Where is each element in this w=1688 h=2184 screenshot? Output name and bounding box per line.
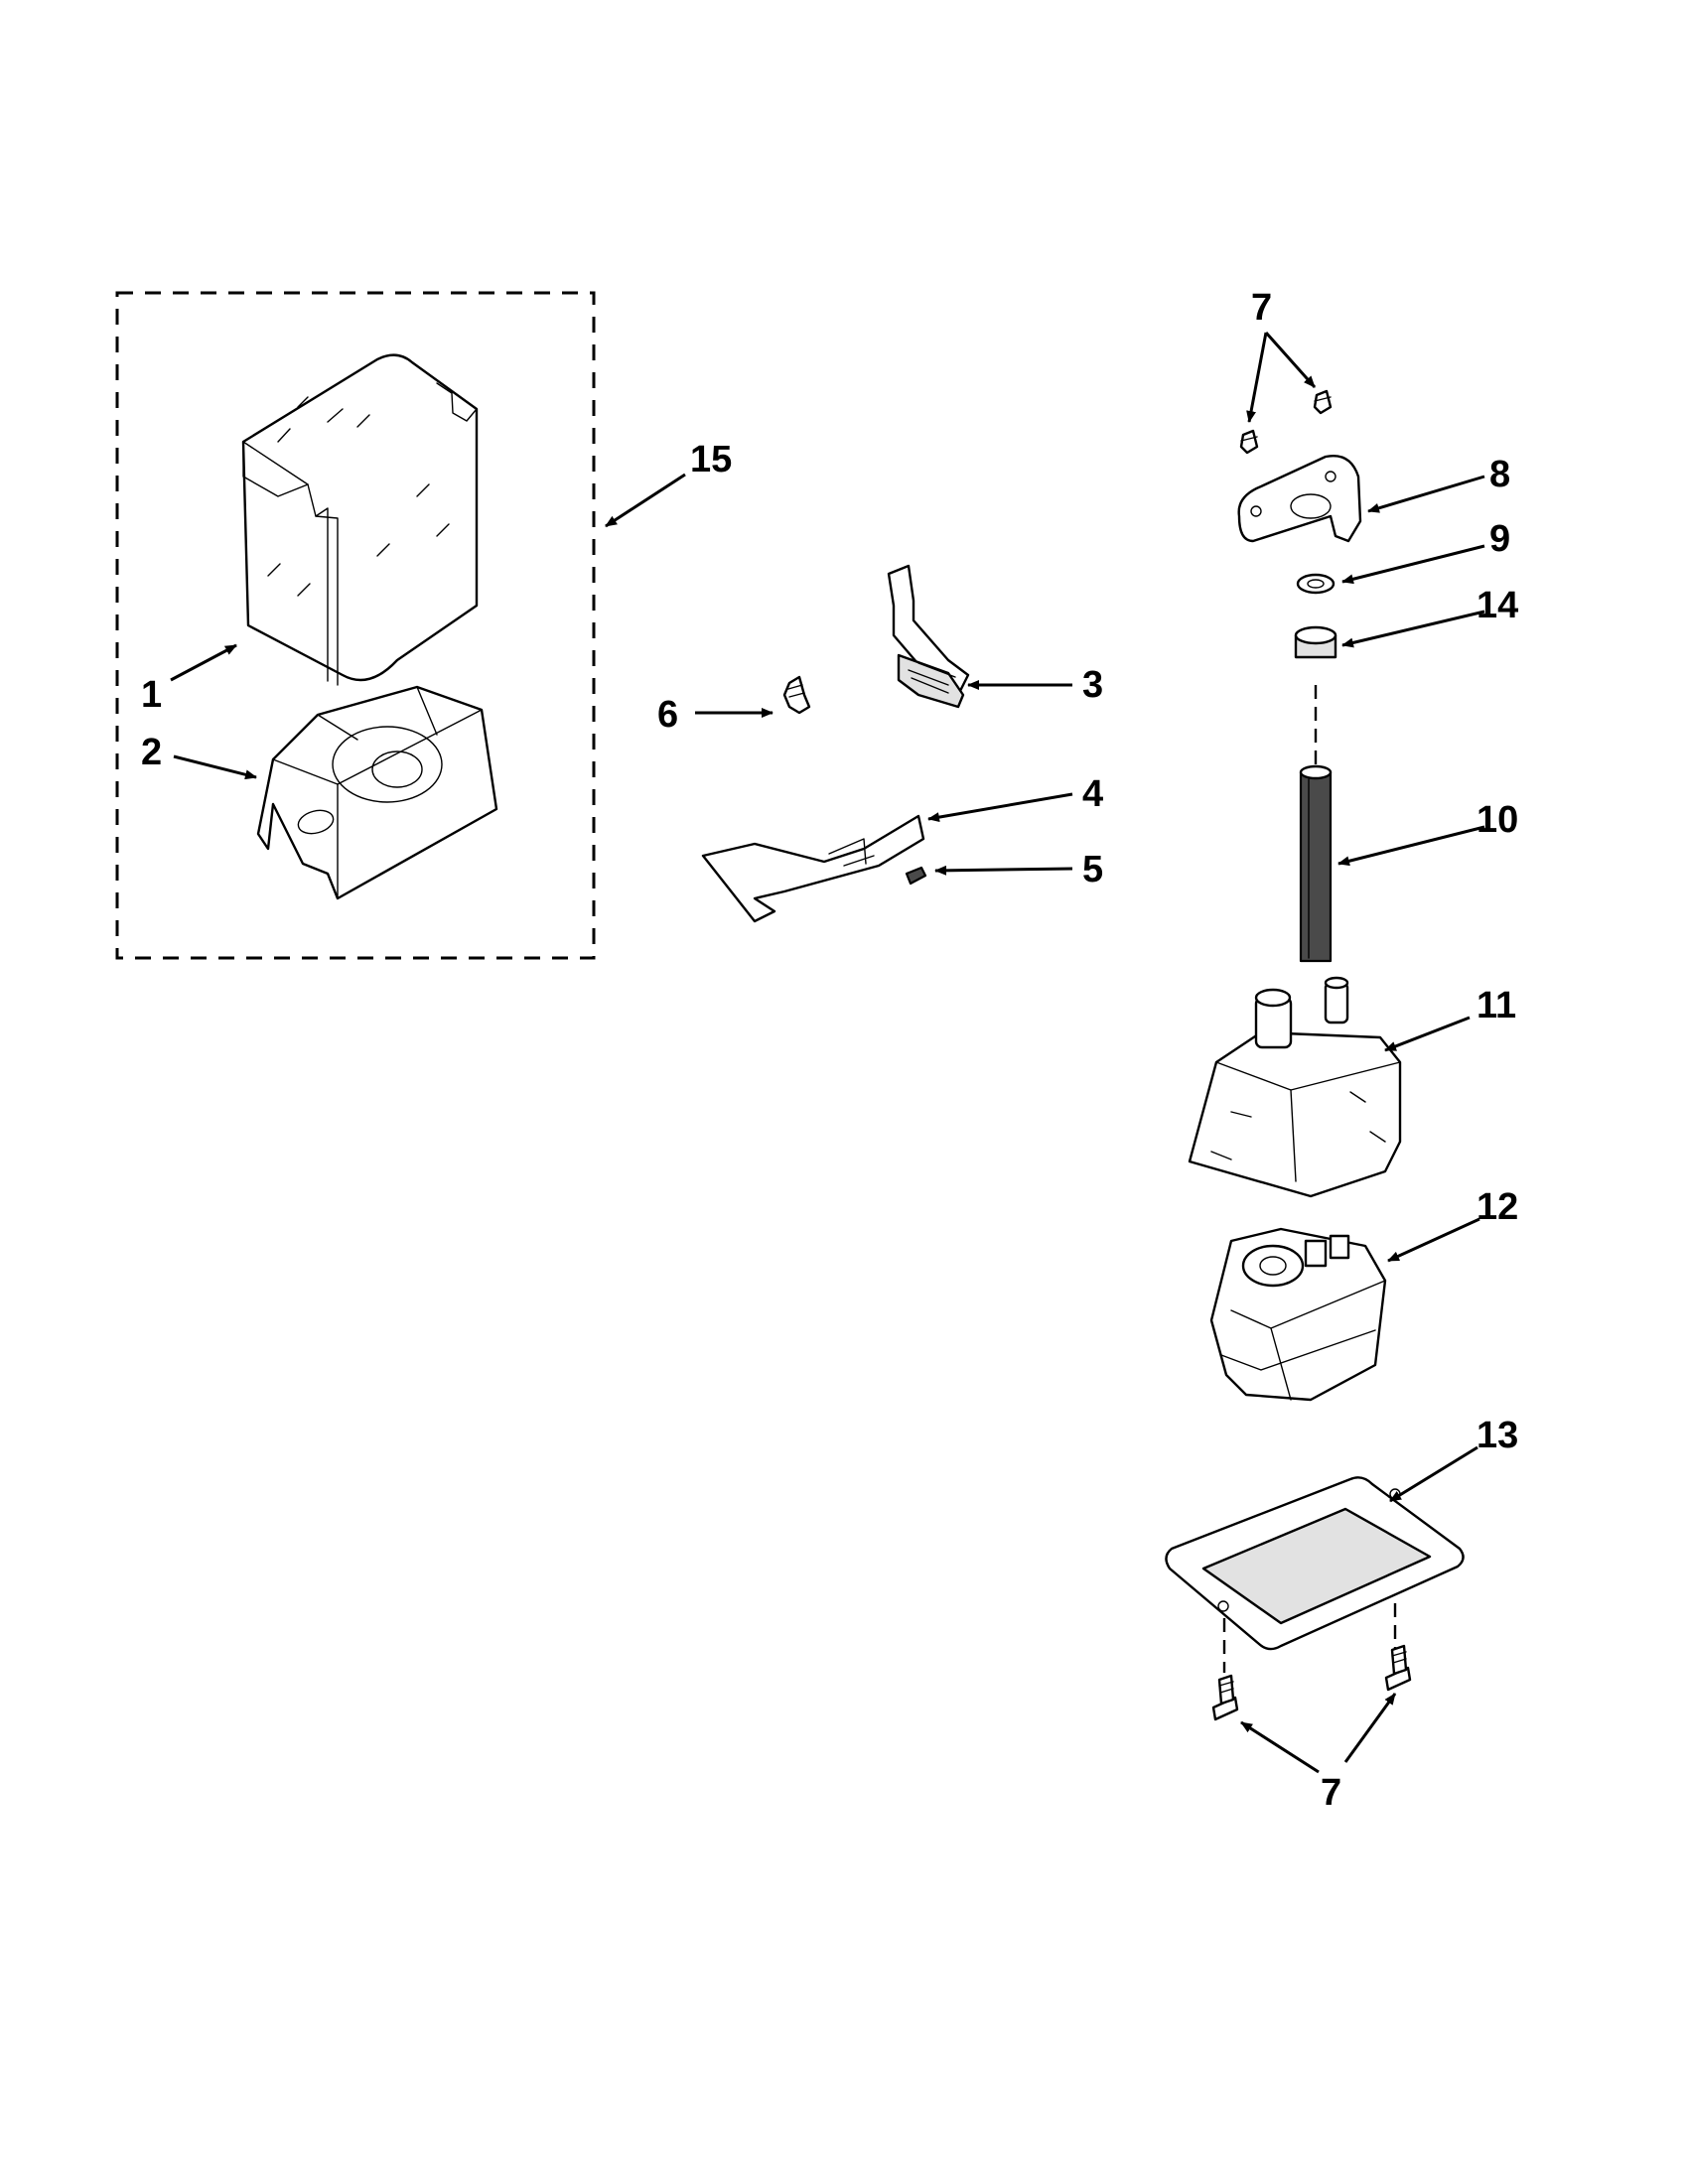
callout-2: 2: [141, 732, 162, 773]
leader-5: [934, 865, 1073, 876]
callout-7-top: 7: [1251, 287, 1272, 329]
leader-9: [1341, 544, 1485, 585]
part-13-gasket-plate: [1165, 1476, 1465, 1651]
part-14-bushing: [1294, 625, 1337, 659]
part-11-motor-housing: [1188, 976, 1402, 1198]
part-5-spring: [905, 866, 927, 886]
leader-13: [1389, 1445, 1478, 1503]
part-9-washer: [1296, 573, 1336, 595]
leader-14: [1341, 610, 1485, 648]
callout-11: 11: [1477, 985, 1516, 1026]
leader-4: [927, 792, 1073, 823]
callout-14: 14: [1477, 585, 1518, 626]
leader-7-bottom-a: [1240, 1720, 1320, 1774]
part-10-shaft: [1299, 764, 1333, 963]
part-3-bracket: [887, 564, 970, 709]
leader-8: [1367, 475, 1485, 513]
part-1-ice-bin: [241, 353, 479, 686]
callout-6: 6: [657, 694, 678, 736]
part-8-mounting-plate: [1237, 455, 1362, 543]
callout-8: 8: [1489, 454, 1510, 495]
part-2-bin-base: [256, 685, 498, 900]
part-7-screw-bottom-left: [1211, 1674, 1239, 1721]
leader-12: [1387, 1217, 1480, 1263]
callout-7-bottom: 7: [1321, 1772, 1341, 1814]
leader-10: [1337, 825, 1485, 867]
leader-15: [605, 473, 686, 528]
leader-7-top-a: [1246, 332, 1268, 423]
callout-1: 1: [141, 674, 162, 716]
part-7-screw-top-right: [1313, 389, 1333, 415]
part-4-lever: [701, 814, 925, 923]
assembly-15-dashed-box: [115, 291, 596, 960]
leader-1: [170, 643, 237, 682]
leader-11: [1384, 1016, 1471, 1052]
part-6-screw: [782, 675, 811, 715]
part-7-screw-top-left: [1239, 429, 1259, 455]
callout-3: 3: [1082, 664, 1103, 706]
part-12-drive-motor: [1209, 1227, 1387, 1402]
callout-4: 4: [1082, 773, 1103, 815]
callout-12: 12: [1477, 1186, 1518, 1228]
callout-10: 10: [1477, 799, 1518, 841]
callout-5: 5: [1082, 849, 1103, 890]
leader-7-top-b: [1264, 332, 1317, 388]
callout-15: 15: [690, 439, 732, 480]
leader-7-bottom-b: [1343, 1693, 1397, 1763]
callout-9: 9: [1489, 518, 1510, 560]
leader-2: [173, 754, 257, 780]
part-7-screw-bottom-right: [1384, 1644, 1412, 1692]
callout-13: 13: [1477, 1415, 1518, 1456]
